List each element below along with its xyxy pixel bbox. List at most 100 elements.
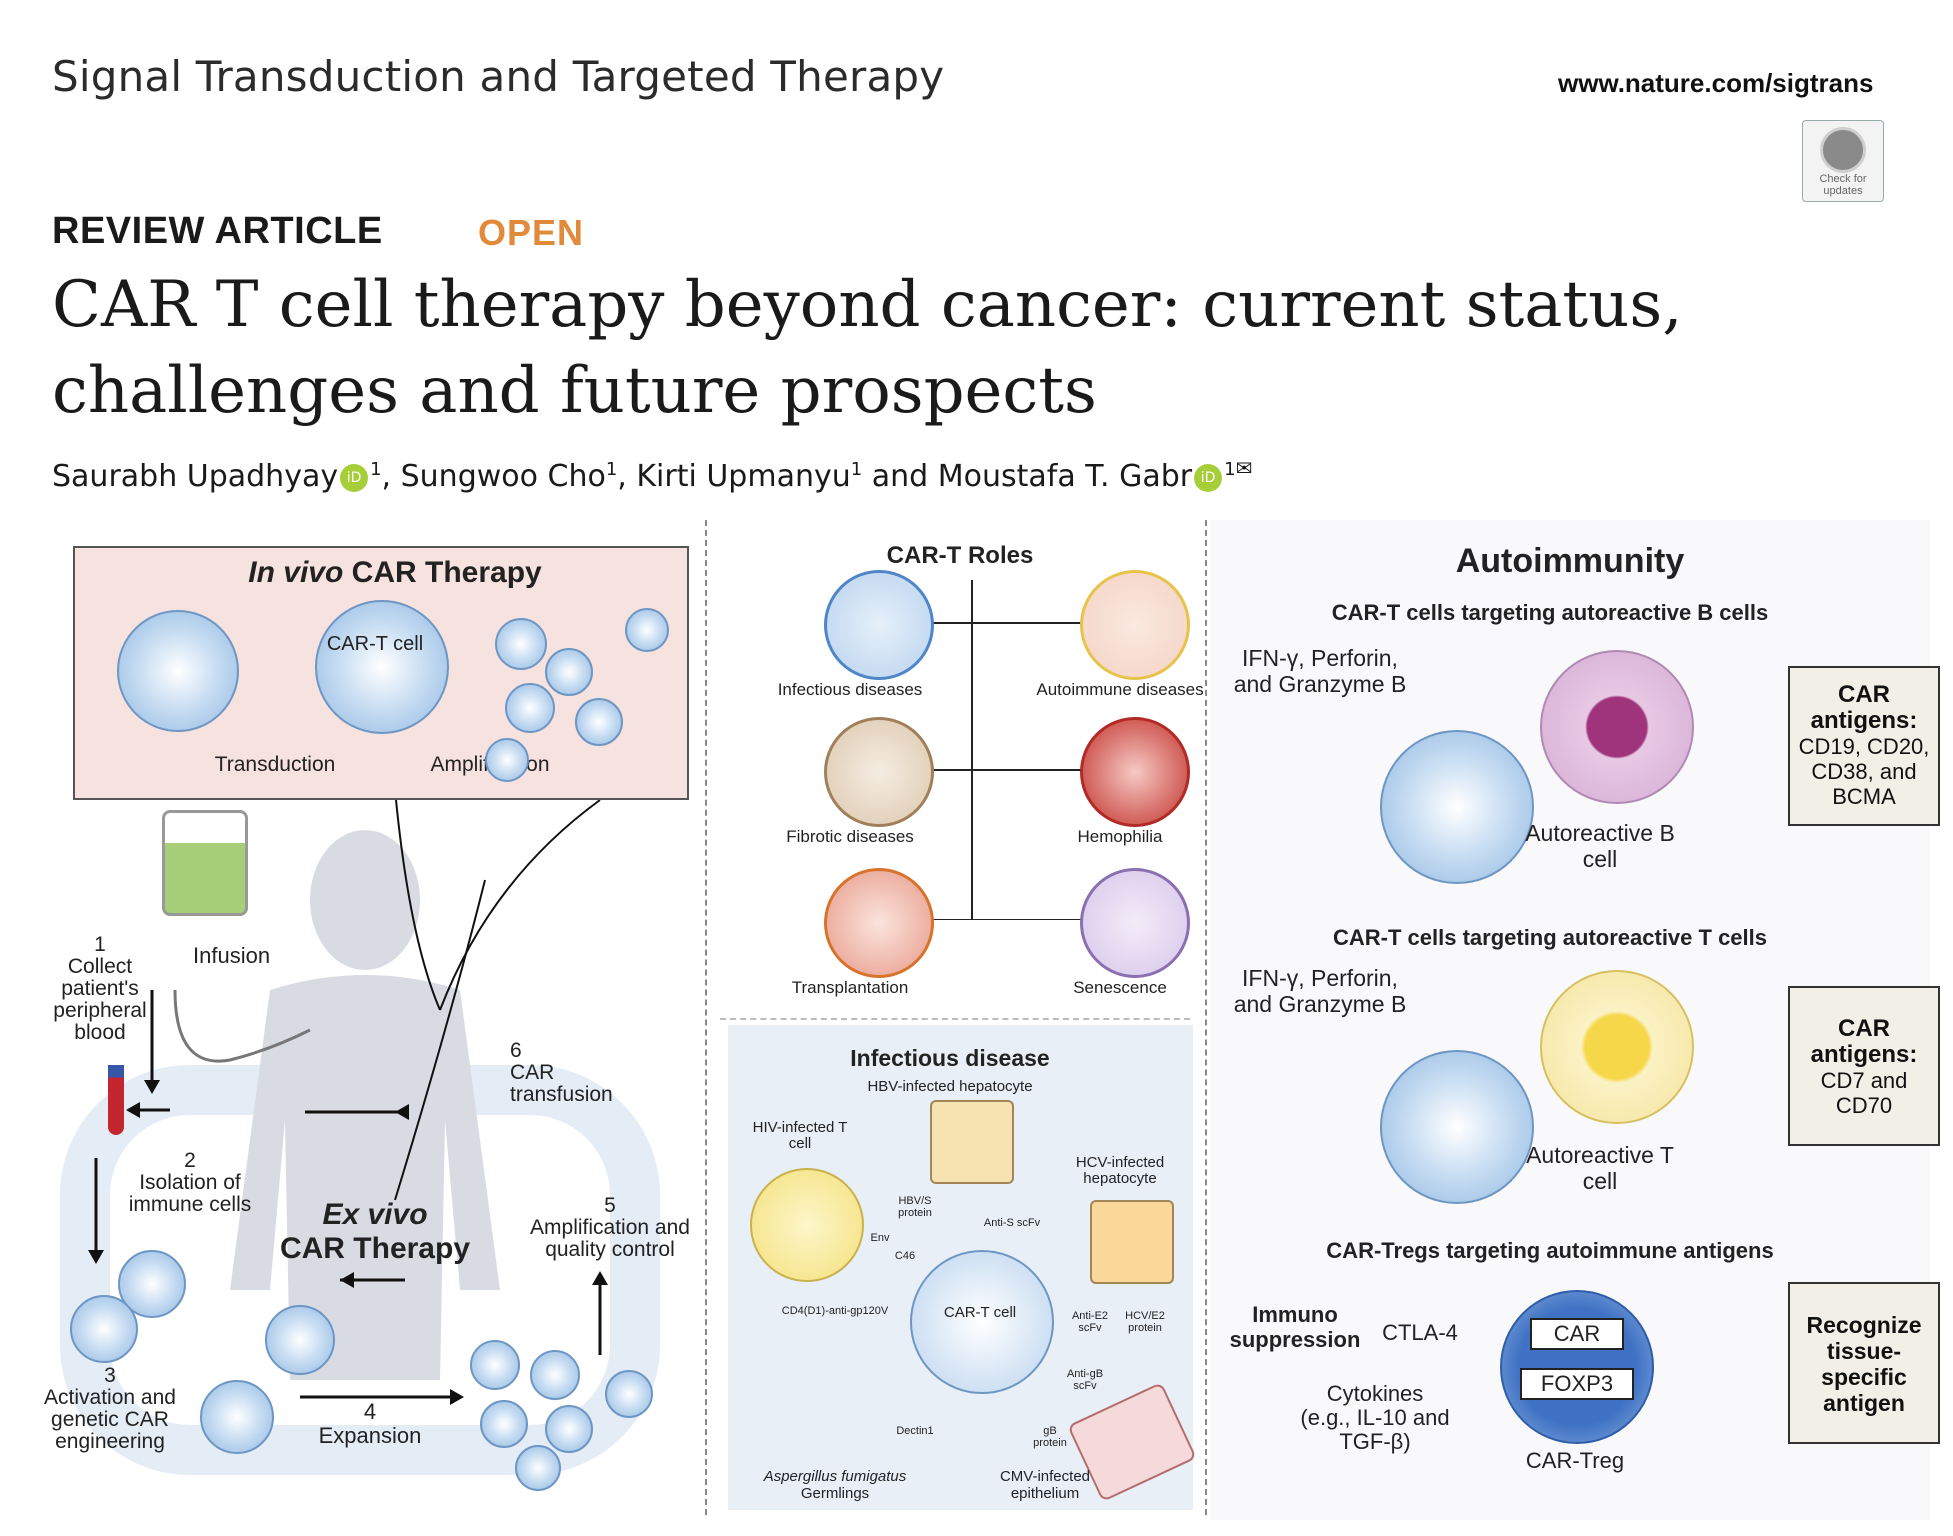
auto-b-label: Autoreactive B cell — [1525, 820, 1675, 872]
panel-divider — [1205, 520, 1207, 1515]
graphical-abstract-figure: In vivo CAR Therapy CAR-T cell Transduct… — [40, 520, 1940, 1520]
cytokines-label: Cytokines (e.g., IL-10 and TGF-β) — [1300, 1381, 1450, 1454]
gb-label: gB protein — [1033, 1425, 1067, 1449]
car-t-cell — [505, 683, 555, 733]
panel-divider — [705, 520, 707, 1515]
car-treg-label: CAR-Treg — [1525, 1448, 1625, 1473]
cart-label: CAR-T cell — [943, 1304, 1017, 1321]
antie2-label: Anti-E2 scFv — [1071, 1310, 1109, 1334]
antis-label: Anti-S scFv — [983, 1217, 1041, 1229]
immune-cell — [118, 1250, 186, 1318]
car-treg-cell — [1500, 1290, 1654, 1444]
in-vivo-title: In vivo CAR Therapy — [248, 556, 542, 589]
author-name[interactable]: Saurabh Upadhyay — [52, 459, 339, 494]
cd4-label: CD4(D1)-anti-gp120V — [781, 1305, 889, 1317]
hiv-label: HIV-infected T cell — [752, 1119, 848, 1152]
role-label: Fibrotic diseases — [786, 827, 914, 846]
ifn-label: IFN-γ, Perforin, and Granzyme B — [1233, 965, 1407, 1017]
b-antigen-box: CAR antigens: CD19, CD20, CD38, and BCMA — [1788, 666, 1940, 826]
car-t-cell-label: CAR-T cell — [326, 633, 424, 655]
car-t-cell — [495, 618, 547, 670]
car-therapy-panel: In vivo CAR Therapy CAR-T cell Transduct… — [40, 520, 700, 1520]
role-label: Autoimmune diseases — [1036, 680, 1204, 699]
c46-label: C46 — [894, 1250, 916, 1262]
roles-title: CAR-T Roles — [886, 542, 1034, 569]
car-t-cell — [265, 1305, 335, 1375]
car-t-cell — [470, 1340, 520, 1390]
section-divider — [720, 1018, 1190, 1020]
step-5-label: 5 Amplification and quality control — [530, 1194, 690, 1261]
hepatocyte-icon — [930, 1100, 1014, 1184]
infectious-title: Infectious disease — [850, 1045, 1050, 1071]
hbv-label: HBV-infected hepatocyte — [867, 1078, 1033, 1095]
check-updates-label: Check for updates — [1819, 173, 1867, 197]
patient-face-icon — [1080, 570, 1190, 680]
car-t-cell — [625, 608, 669, 652]
author-name[interactable]: Sungwoo Cho — [400, 459, 606, 494]
car-t-cell — [1380, 1050, 1534, 1204]
senescent-cell-icon — [1080, 868, 1190, 978]
connector-lines — [88, 799, 608, 1405]
autoreactive-b-cell — [1540, 650, 1694, 804]
virus-icon — [824, 570, 934, 680]
article-title: CAR T cell therapy beyond cancer: curren… — [52, 268, 1683, 428]
ifn-label: IFN-γ, Perforin, and Granzyme B — [1233, 645, 1407, 697]
fibrosis-icon — [824, 717, 934, 827]
check-for-updates-badge[interactable]: Check for updates — [1802, 120, 1884, 202]
hiv-infected-cell — [750, 1168, 864, 1282]
infusion-bag-icon — [162, 810, 248, 916]
orcid-icon[interactable]: iD — [1194, 463, 1223, 492]
immuno-label: Immuno suppression — [1229, 1302, 1361, 1352]
car-t-cell — [575, 698, 623, 746]
orcid-icon[interactable]: iD — [340, 463, 369, 492]
infusion-label: Infusion — [193, 943, 271, 968]
article-type: REVIEW ARTICLE — [52, 210, 383, 252]
author-name[interactable]: Moustafa T. Gabr — [937, 459, 1193, 494]
car-t-cell — [315, 600, 449, 734]
t-cell-subtitle: CAR-T cells targeting autoreactive T cel… — [1332, 925, 1768, 950]
immune-cell — [70, 1295, 138, 1363]
car-t-cell — [605, 1370, 653, 1418]
organ-icon — [824, 868, 934, 978]
role-label: Infectious diseases — [777, 680, 923, 699]
email-icon[interactable]: ✉ — [1235, 456, 1253, 480]
env-label: Env — [870, 1232, 890, 1244]
recognize-box: Recognize tissue-specific antigen — [1788, 1282, 1940, 1444]
car-t-cell — [545, 648, 593, 696]
car-t-cell — [515, 1445, 561, 1491]
hepatocyte-icon — [1090, 1200, 1174, 1284]
transduction-label: Transduction — [214, 753, 336, 776]
car-t-cell — [545, 1405, 593, 1453]
dectin-label: Dectin1 — [896, 1425, 934, 1437]
autoimmunity-title: Autoimmunity — [1455, 542, 1685, 580]
car-t-roles-panel: CAR-T Roles Infectious diseases Autoimmu… — [720, 520, 1204, 1520]
autoimmunity-panel: Autoimmunity CAR-T cells targeting autor… — [1210, 520, 1940, 1520]
blood-tube-icon — [108, 1065, 124, 1135]
car-t-cell — [480, 1400, 528, 1448]
role-label: Senescence — [1073, 978, 1167, 997]
step-4-label: 4 Expansion — [318, 1399, 422, 1448]
step-6-label: 6 CAR transfusion — [510, 1039, 613, 1106]
role-label: Transplantation — [791, 978, 909, 997]
treg-subtitle: CAR-Tregs targeting autoimmune antigens — [1326, 1238, 1774, 1263]
car-t-cell — [485, 738, 529, 782]
ctla4-label: CTLA-4 — [1382, 1320, 1458, 1345]
hcve2-label: HCV/E2 protein — [1125, 1310, 1165, 1334]
car-t-cell — [200, 1380, 274, 1454]
cmv-label: CMV-infected epithelium — [999, 1468, 1091, 1502]
auto-t-label: Autoreactive T cell — [1526, 1142, 1674, 1194]
author-name[interactable]: Kirti Upmanyu — [636, 459, 851, 494]
hbvs-label: HBV/S protein — [898, 1195, 932, 1219]
car-t-cell — [1380, 730, 1534, 884]
journal-name: Signal Transduction and Targeted Therapy — [52, 52, 945, 101]
foxp3-gene-label: FOXP3 — [1520, 1368, 1634, 1400]
journal-website-link[interactable]: www.nature.com/sigtrans — [1558, 68, 1874, 98]
autoreactive-t-cell — [1540, 970, 1694, 1124]
t-cell — [117, 610, 239, 732]
car-t-cell — [530, 1350, 580, 1400]
car-gene-label: CAR — [1530, 1318, 1624, 1350]
role-label: Hemophilia — [1077, 827, 1163, 846]
